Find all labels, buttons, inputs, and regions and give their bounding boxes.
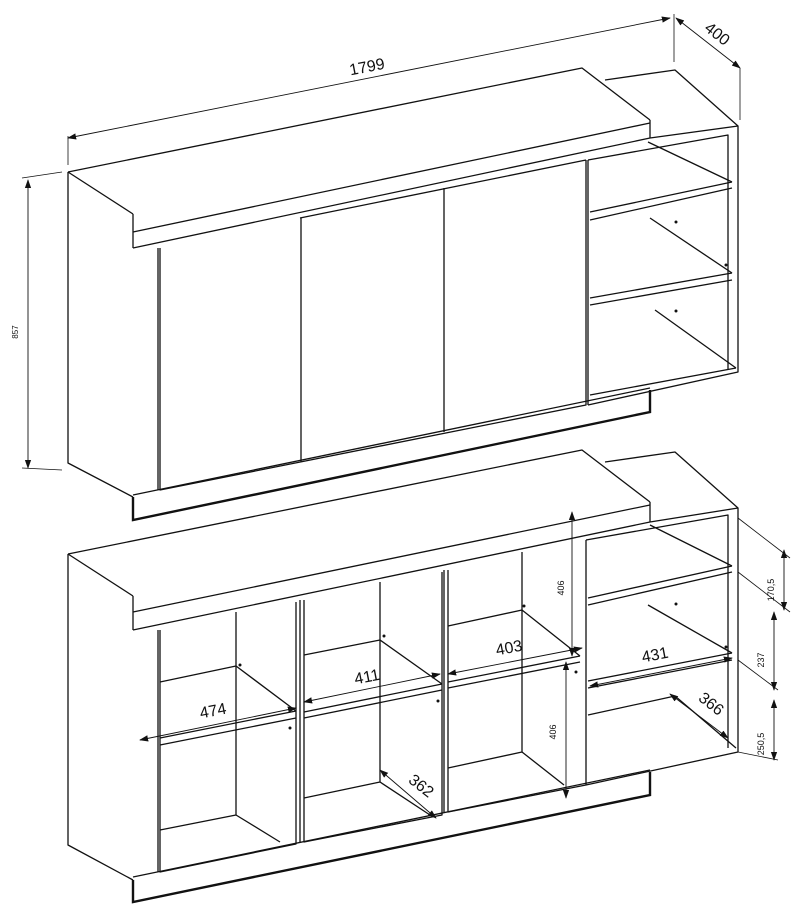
side-height-1-label: 170,5: [766, 579, 776, 602]
bottom-cabinet: [67, 449, 739, 904]
width-label: 1799: [348, 56, 386, 79]
inner-width-1-label: 474: [198, 701, 228, 723]
top-dimensions: 1799 400 857: [11, 14, 741, 471]
top-cabinet: [67, 67, 739, 522]
depth-label: 400: [701, 20, 733, 50]
inner-width-2-label: 411: [353, 667, 381, 689]
inner-depth-2-label: 366: [695, 690, 727, 720]
height-lower-label: 406: [548, 724, 558, 739]
height-upper-label: 406: [556, 580, 566, 595]
inner-width-3-label: 403: [494, 638, 524, 660]
height-label: 857: [11, 325, 20, 339]
inner-depth-1-label: 362: [405, 772, 437, 802]
inner-width-4-label: 431: [640, 645, 670, 667]
bottom-dimensions: 474 411 403 431 362 366 406 406 170,5 23…: [139, 511, 791, 819]
side-height-2-label: 237: [756, 652, 766, 667]
side-height-3-label: 250,5: [756, 733, 766, 756]
